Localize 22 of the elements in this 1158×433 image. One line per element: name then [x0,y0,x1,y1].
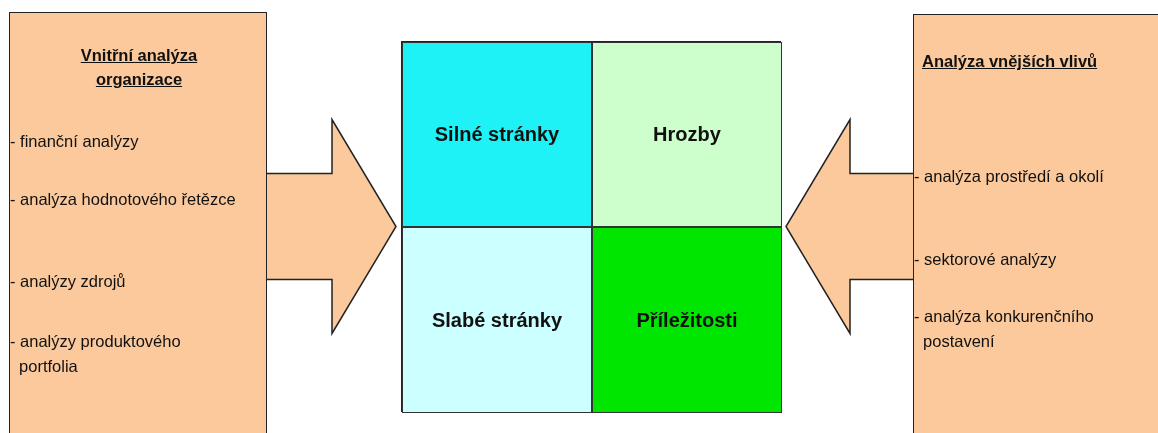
swot-matrix [401,41,781,412]
panel-heading: Analýza vnějších vlivů [922,51,1099,72]
analysis-panel [9,12,267,433]
quadrant-label: Silné stránky [434,123,560,146]
matrix-quadrant [402,227,592,413]
block-arrow [785,116,914,337]
list-item: - analýza hodnotového řetězce [10,189,237,210]
quadrant-label: Hrozby [653,123,721,146]
list-item: - finanční analýzy [10,131,140,152]
list-item: - analýza konkurenčního postavení [914,306,1095,352]
panel-heading: Vnitřní analýza organizace [79,45,199,90]
list-item: - analýzy produktového portfolia [10,331,182,377]
list-item: - sektorové analýzy [914,249,1058,270]
list-item: - analýzy zdrojů [10,271,127,292]
list-item: - analýza prostředí a okolí [914,166,1105,187]
matrix-quadrant [592,227,782,413]
matrix-quadrant [402,42,592,227]
matrix-quadrant [592,42,782,227]
analysis-panel [913,14,1158,433]
block-arrow [266,116,397,337]
quadrant-label: Slabé stránky [431,308,563,332]
quadrant-label: Příležitosti [636,308,738,332]
